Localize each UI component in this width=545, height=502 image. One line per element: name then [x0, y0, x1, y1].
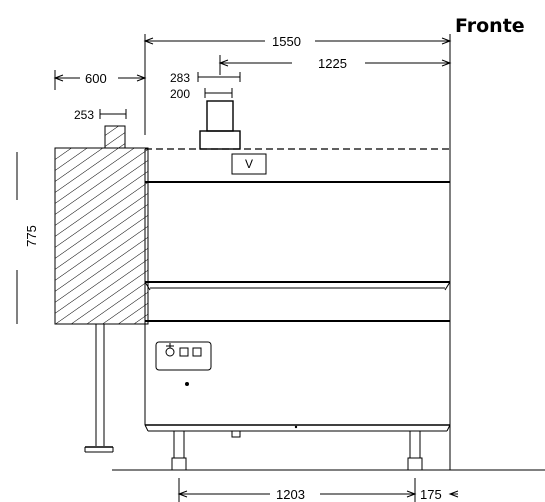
dim-253-label: 253 [74, 108, 94, 122]
dimension-duct: 283 200 [170, 71, 241, 101]
side-condenser-unit [54, 125, 149, 453]
dimension-side-width: 600 [53, 70, 147, 90]
dimension-offset-width: 1225 [218, 55, 452, 75]
dim-775-label: 775 [24, 225, 39, 247]
dimension-total-width: 1550 [143, 34, 452, 470]
exhaust-duct [199, 100, 241, 150]
indicator-light-1 [179, 347, 189, 357]
dimension-side-duct: 253 [74, 108, 127, 122]
valve-marker: V [231, 153, 267, 175]
dimension-bottom: 1203 175 [177, 478, 459, 502]
dimension-height: 775 [16, 152, 39, 324]
dim-175-label: 175 [420, 487, 442, 502]
machine-legs [171, 430, 423, 471]
drain-fitting [231, 430, 241, 438]
control-panel [155, 341, 212, 386]
view-title: Fronte [455, 15, 525, 37]
dim-283-label: 283 [170, 71, 190, 85]
dim-1225-label: 1225 [318, 56, 347, 71]
dim-600-label: 600 [85, 71, 107, 86]
power-knob-icon [165, 347, 175, 357]
machine-body [144, 149, 451, 432]
dim-1203-label: 1203 [276, 487, 305, 502]
panel-screw [185, 382, 189, 386]
indicator-light-2 [192, 347, 202, 357]
valve-label: V [245, 157, 253, 171]
dim-1550-label: 1550 [272, 34, 301, 49]
dim-200-label: 200 [170, 87, 190, 101]
